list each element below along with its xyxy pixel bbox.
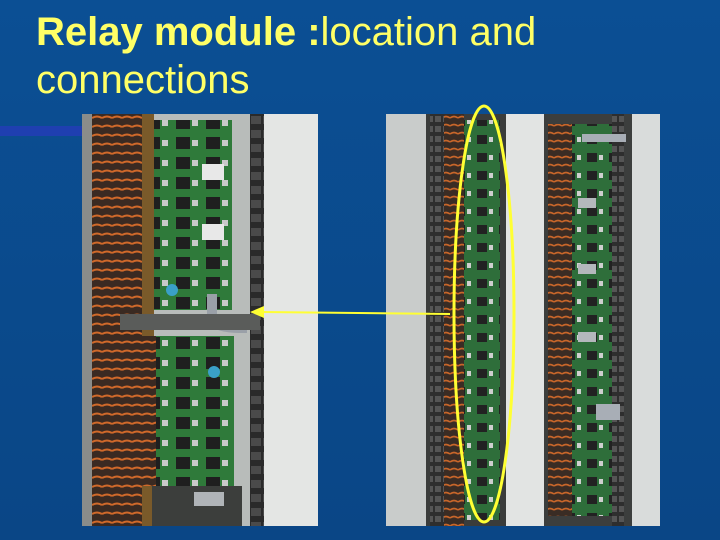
slide-title-rest: location and connections xyxy=(36,10,537,102)
photo-relay-module-closeup xyxy=(82,114,318,526)
slide-title: Relay module :location and connections xyxy=(36,8,696,104)
cabinet-illustration xyxy=(386,114,660,526)
accent-bar xyxy=(0,126,90,136)
slide-title-bold: Relay module : xyxy=(36,10,321,54)
photo-cabinet-overview xyxy=(386,114,660,526)
closeup-illustration xyxy=(82,114,318,526)
